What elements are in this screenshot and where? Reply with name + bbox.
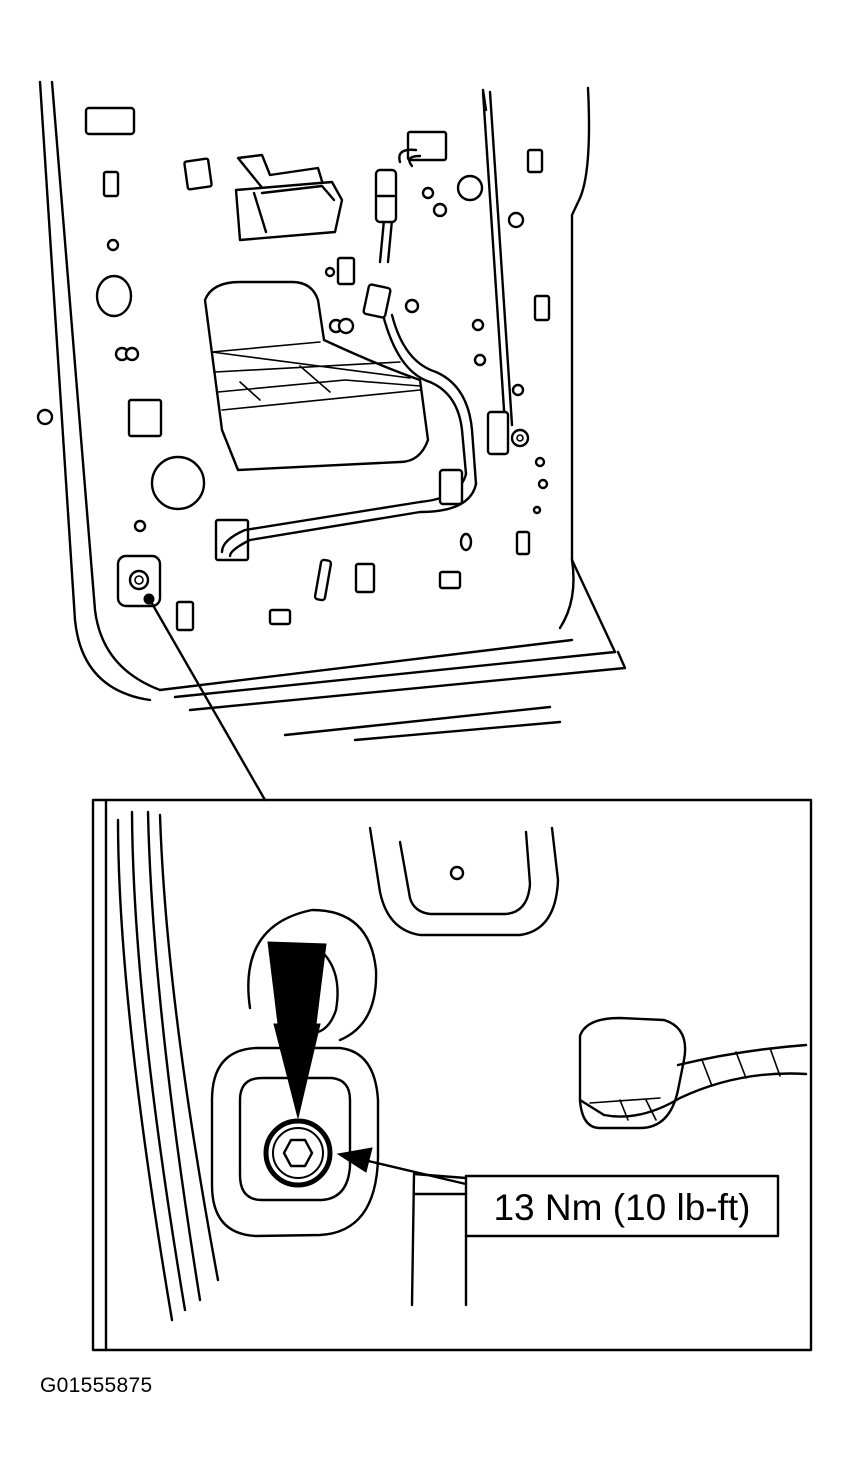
wiring-harness xyxy=(220,148,530,558)
detail-leader-line xyxy=(148,598,267,802)
door-inner-panel xyxy=(36,80,627,802)
access-opening xyxy=(203,280,430,472)
figure-id: G01555875 xyxy=(40,1374,153,1397)
torque-spec-callout: 13 Nm (10 lb-ft) xyxy=(464,1174,780,1238)
hex-bolt xyxy=(263,1118,333,1188)
detail-view: 13 Nm (10 lb-ft) xyxy=(91,798,813,1352)
handle-bracket xyxy=(234,153,344,242)
bolt-location-marker xyxy=(116,554,162,608)
torque-leader-arrow xyxy=(336,1147,472,1187)
detail-harness-clip xyxy=(578,1016,808,1130)
detail-frame xyxy=(91,798,813,1352)
down-arrow xyxy=(267,941,327,1119)
torque-value-label: 13 Nm (10 lb-ft) xyxy=(493,1187,750,1228)
